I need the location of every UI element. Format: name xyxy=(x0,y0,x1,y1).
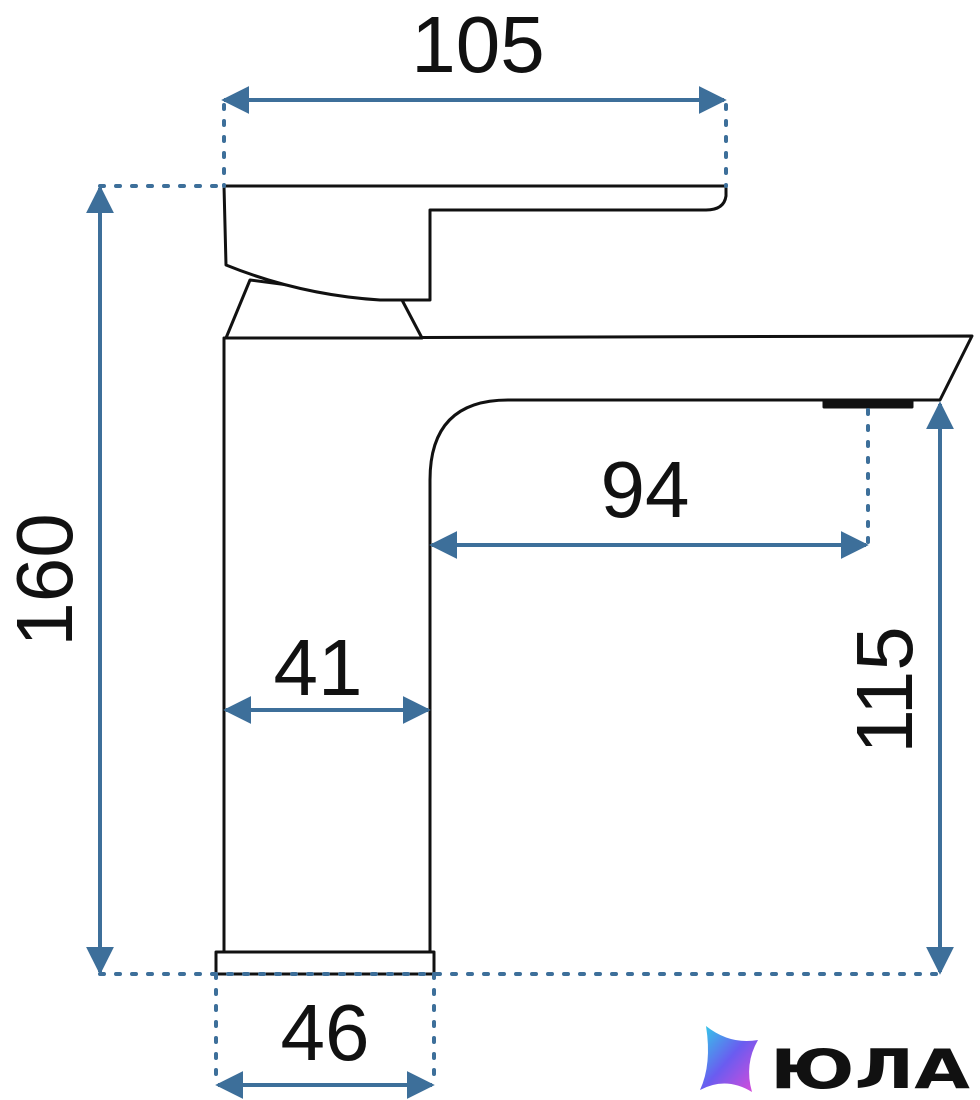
dim-label-total-height: 160 xyxy=(0,513,89,646)
faucet-body xyxy=(222,334,974,954)
faucet-lever xyxy=(222,184,728,302)
logo: ЮЛА xyxy=(700,1026,970,1100)
dim-label-overall-width: 105 xyxy=(411,0,544,89)
dim-label-base-width: 46 xyxy=(281,988,370,1077)
faucet-aerator xyxy=(822,398,914,409)
dim-label-spout-reach: 94 xyxy=(601,445,690,534)
star-gradient-icon xyxy=(700,1026,758,1092)
faucet-base xyxy=(214,950,436,976)
dim-label-spout-height: 115 xyxy=(840,626,929,754)
dotted-guides xyxy=(98,103,946,1087)
dimension-lines xyxy=(86,86,954,1099)
logo-text: ЮЛА xyxy=(770,1038,970,1100)
dim-label-body-width: 41 xyxy=(274,623,363,712)
faucet-outline xyxy=(214,184,974,976)
